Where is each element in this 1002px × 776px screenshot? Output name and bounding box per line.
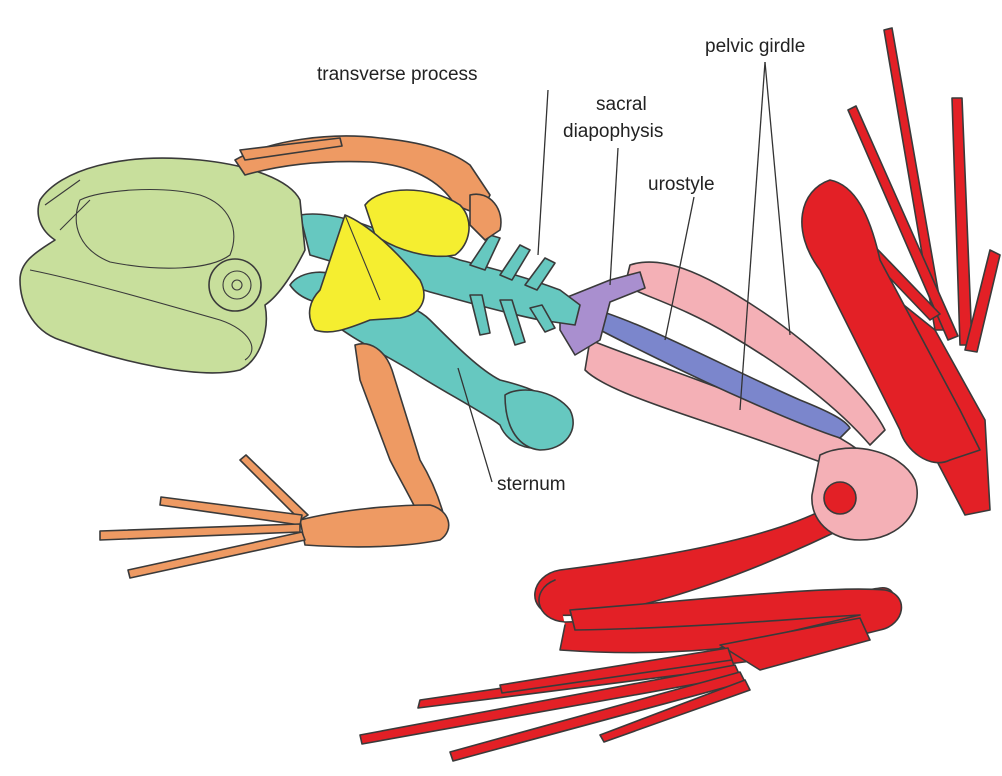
skull	[20, 158, 305, 373]
tympanum	[209, 259, 261, 311]
fore-digit-3	[100, 524, 300, 540]
hip-socket	[824, 482, 856, 514]
label-sacral-line1: sacral	[596, 94, 647, 115]
hind-toe-3	[952, 98, 972, 345]
label-sternum: sternum	[497, 474, 566, 495]
label-transverse-process: transverse process	[317, 64, 478, 85]
forelimb-shoulder	[470, 194, 501, 240]
leader-pelvic-girdle-1	[765, 62, 790, 335]
label-pelvic-girdle: pelvic girdle	[705, 36, 805, 57]
leader-pelvic-girdle-2	[740, 62, 765, 410]
leader-sacral-diapophysis	[610, 148, 618, 285]
label-sacral-line2: diapophysis	[563, 121, 663, 142]
forelimb-radioulna	[300, 505, 449, 547]
fore-digit-4	[128, 532, 305, 578]
transverse-process-2	[500, 245, 530, 280]
transverse-process-3	[525, 258, 555, 290]
leader-transverse-process	[538, 90, 548, 255]
label-urostyle: urostyle	[648, 174, 715, 195]
